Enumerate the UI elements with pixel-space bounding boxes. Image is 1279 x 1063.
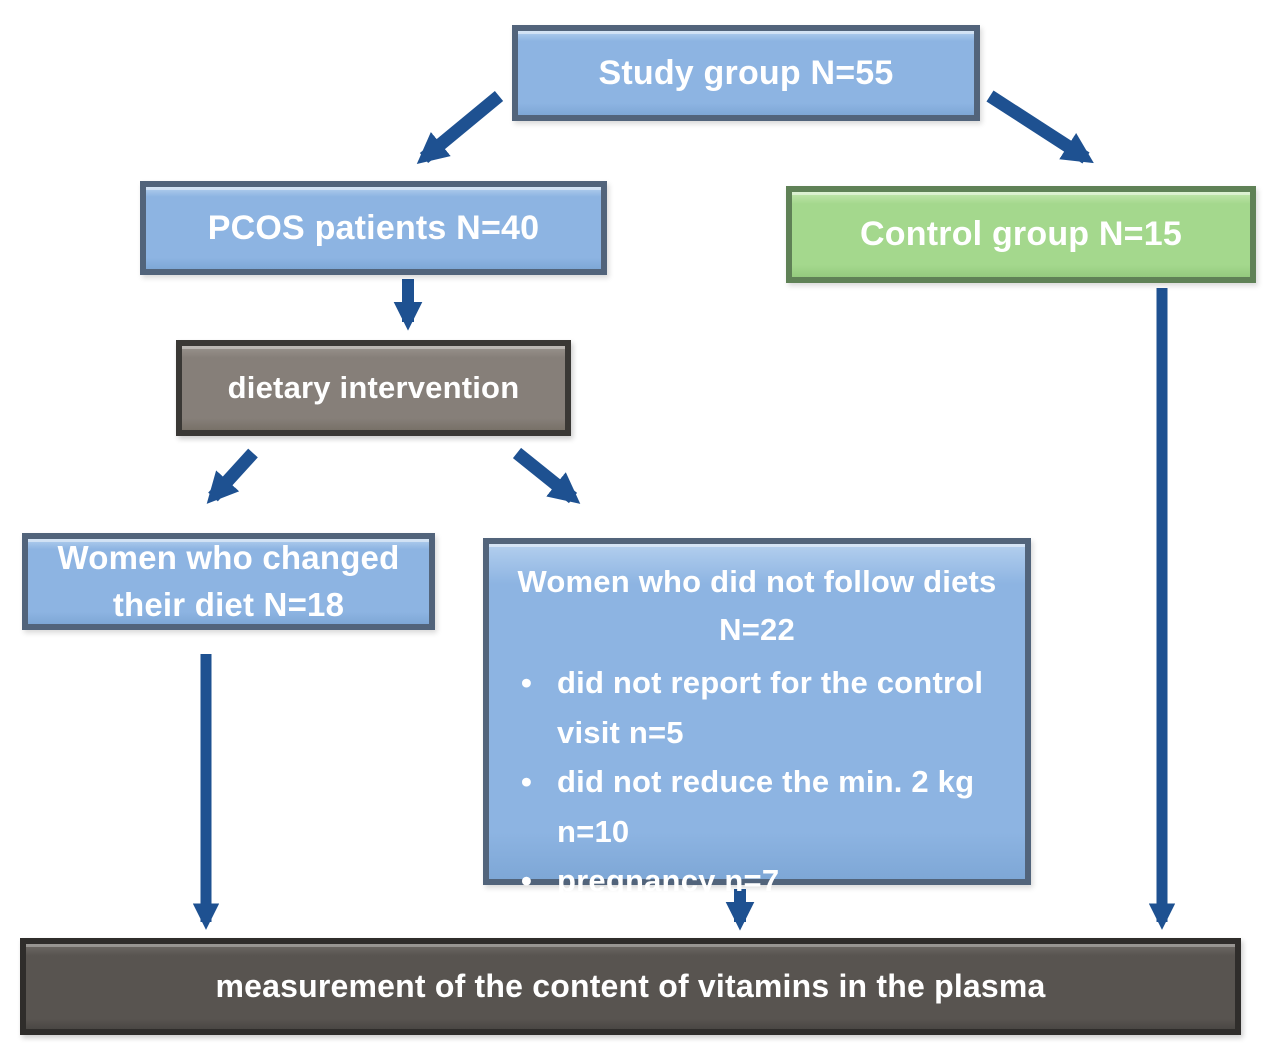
node-control-group-label: Control group N=15 <box>860 215 1182 253</box>
node-dietary-intervention-label: dietary intervention <box>227 370 520 405</box>
node-study-group: Study group N=55 <box>512 25 980 121</box>
node-women-not-follow-title: Women who did not follow diets N=22 <box>517 564 997 648</box>
node-women-changed-diet-label: Women who changed their diet N=18 <box>57 539 400 623</box>
node-pcos-patients-label: PCOS patients N=40 <box>207 208 540 247</box>
bullet-item: pregnancy n=7 <box>521 856 1015 906</box>
node-women-not-follow: Women who did not follow diets N=22 did … <box>483 538 1031 906</box>
node-measurement-label: measurement of the content of vitamins i… <box>215 968 1046 1004</box>
node-measurement: measurement of the content of vitamins i… <box>20 938 1241 1035</box>
arrow-dietary-to-changed <box>206 448 258 504</box>
arrow-study-to-control <box>986 90 1094 164</box>
node-study-group-label: Study group N=55 <box>598 53 894 92</box>
bullet-item: did not report for the control visit n=5 <box>521 658 1015 757</box>
node-dietary-intervention: dietary intervention <box>176 340 571 436</box>
node-pcos-patients: PCOS patients N=40 <box>140 181 607 275</box>
bullet-item: did not reduce the min. 2 kg n=10 <box>521 757 1015 856</box>
node-control-group: Control group N=15 <box>786 186 1256 283</box>
arrow-study-to-pcos <box>416 90 504 164</box>
not-follow-bullet-list: did not report for the control visit n=5… <box>499 658 1015 906</box>
node-women-changed-diet: Women who changed their diet N=18 <box>22 533 435 630</box>
arrow-dietary-to-notfollow <box>512 447 581 504</box>
